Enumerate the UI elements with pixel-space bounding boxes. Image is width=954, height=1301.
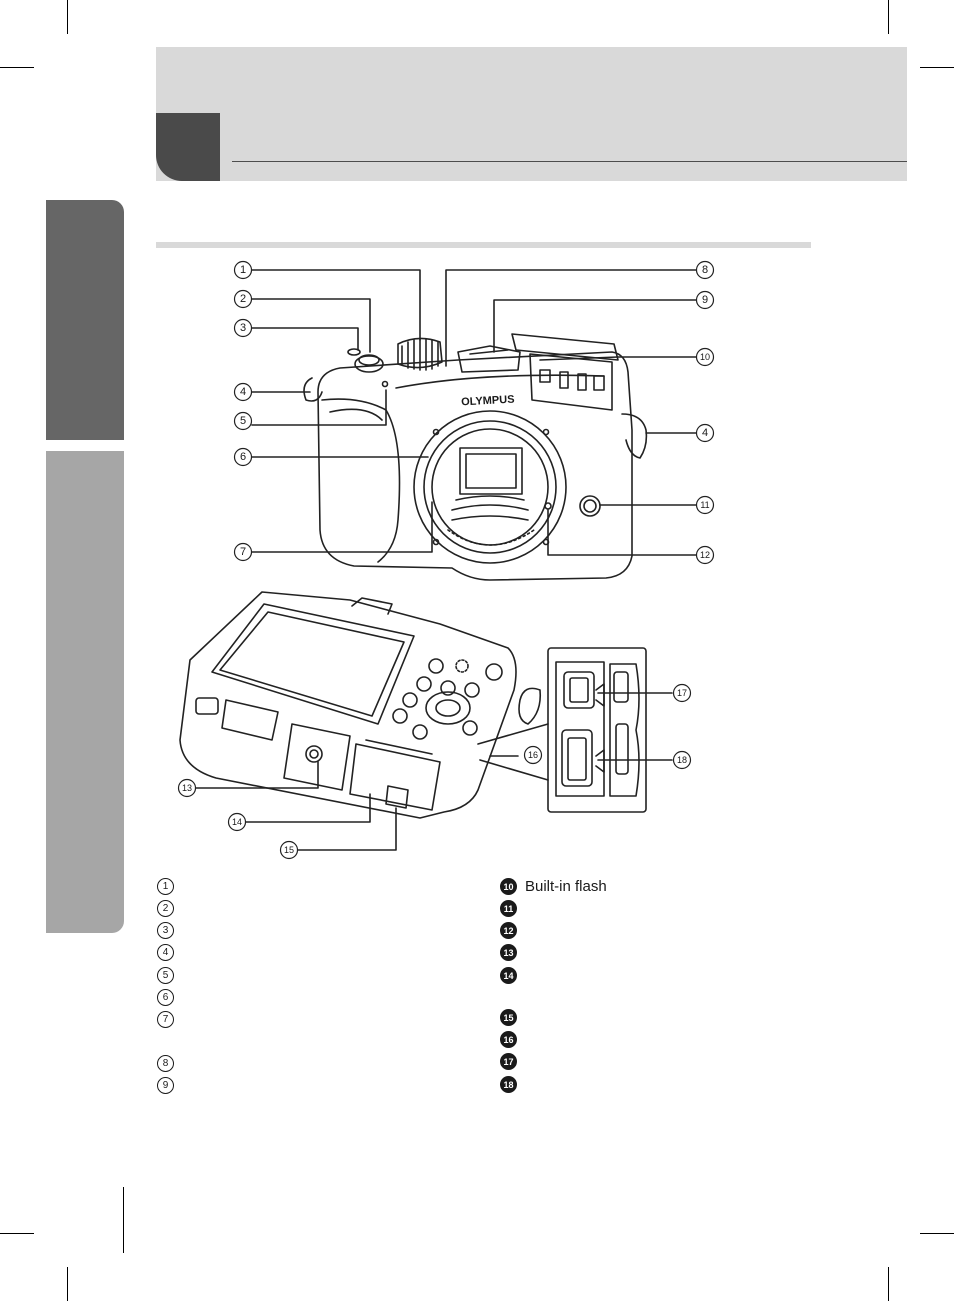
crop-mark (920, 67, 954, 68)
part-number: 13 (500, 943, 517, 961)
part-number: 12 (500, 921, 517, 939)
back-callout-17: 17 (676, 688, 687, 698)
part-number: 1 (157, 877, 174, 895)
part-number: 4 (157, 943, 174, 961)
front-callout-8: 8 (701, 264, 709, 276)
front-callout-6: 6 (239, 451, 247, 463)
list-item: 10 Built-in flash (500, 877, 607, 895)
part-number: 11 (500, 899, 517, 917)
list-item: 1 (157, 877, 182, 895)
part-number: 9 (157, 1076, 174, 1094)
crop-mark (888, 1267, 889, 1301)
camera-front-illustration (303, 333, 648, 581)
list-item: 18 (500, 1075, 525, 1093)
list-item: 13 (500, 943, 525, 961)
list-item: 3 (157, 921, 182, 939)
list-item: 16 (500, 1030, 525, 1048)
part-number: 15 (500, 1008, 517, 1026)
list-item: 4 (157, 943, 182, 961)
back-callout-14: 14 (231, 817, 242, 827)
crop-mark (67, 0, 68, 34)
part-number: 10 (500, 877, 517, 895)
side-index-tab (46, 451, 124, 933)
part-number: 18 (500, 1075, 517, 1093)
gutter-line (123, 1187, 124, 1253)
part-number: 2 (157, 899, 174, 917)
list-item: 8 (157, 1054, 182, 1072)
part-number: 8 (157, 1054, 174, 1072)
list-item: 9 (157, 1076, 182, 1094)
part-number: 3 (157, 921, 174, 939)
list-item: 6 (157, 988, 182, 1006)
part-label: Built-in flash (525, 877, 607, 895)
list-item: 5 (157, 966, 182, 984)
front-callout-7: 7 (239, 546, 247, 558)
part-number: 5 (157, 966, 174, 984)
crop-mark (0, 67, 34, 68)
connector-inset (477, 647, 647, 813)
list-item: 14 (500, 966, 525, 984)
part-number: 6 (157, 988, 174, 1006)
chapter-tab (156, 113, 220, 181)
back-callout-15: 15 (283, 845, 294, 855)
front-callout-10: 10 (699, 352, 710, 362)
list-item: 7 (157, 1010, 182, 1028)
part-number: 14 (500, 966, 517, 984)
chapter-header-band (156, 47, 907, 181)
back-callout-13: 13 (181, 783, 192, 793)
side-index-tab-active (46, 200, 124, 440)
list-item: 15 (500, 1008, 525, 1026)
front-callout-4: 4 (701, 427, 709, 439)
crop-mark (888, 0, 889, 34)
crop-mark (67, 1267, 68, 1301)
section-rule (156, 242, 811, 248)
back-callout-16: 16 (527, 750, 538, 760)
part-number: 16 (500, 1030, 517, 1048)
part-number: 17 (500, 1052, 517, 1070)
list-item: 12 (500, 921, 525, 939)
front-callout-3: 3 (239, 322, 247, 334)
front-callout-5: 5 (239, 415, 247, 427)
list-item: 11 (500, 899, 525, 917)
header-rule (232, 161, 907, 162)
back-callout-18: 18 (676, 755, 687, 765)
camera-back-illustration (179, 591, 542, 819)
front-callout-9: 9 (701, 294, 709, 306)
crop-mark (0, 1233, 34, 1234)
front-callout-12: 12 (699, 550, 710, 560)
part-number: 7 (157, 1010, 174, 1028)
camera-brand-logo: OLYMPUS (461, 394, 515, 409)
front-callout-11: 11 (700, 500, 710, 510)
front-callout-2: 2 (239, 293, 247, 305)
crop-mark (920, 1233, 954, 1234)
list-item: 2 (157, 899, 182, 917)
front-callout-1: 1 (239, 264, 247, 276)
list-item: 17 (500, 1052, 525, 1070)
front-callout-4: 4 (239, 386, 247, 398)
